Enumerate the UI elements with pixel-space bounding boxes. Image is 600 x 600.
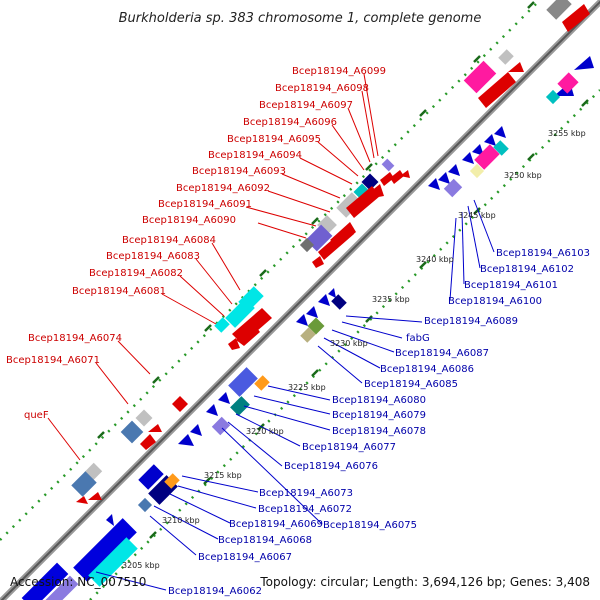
gene-label-top[interactable]: Bcep18194_A6091 bbox=[158, 199, 252, 210]
kbp-label: 3255 kbp bbox=[548, 129, 586, 138]
gene-label-top[interactable]: Bcep18194_A6097 bbox=[259, 100, 353, 111]
gene-label-top[interactable]: queF bbox=[24, 410, 49, 421]
gene-label-bottom[interactable]: Bcep18194_A6079 bbox=[332, 410, 426, 421]
gene-cluster-top-6074 bbox=[172, 396, 188, 412]
gene-label-top[interactable]: Bcep18194_A6081 bbox=[72, 286, 166, 297]
gene-label-top[interactable]: Bcep18194_A6095 bbox=[227, 134, 321, 145]
gene-cluster-top-6095 bbox=[336, 173, 384, 218]
gene-label-top[interactable]: Bcep18194_A6099 bbox=[292, 66, 386, 77]
gene-label-bottom[interactable]: Bcep18194_A6100 bbox=[448, 296, 542, 307]
gene-label-bottom[interactable]: Bcep18194_A6101 bbox=[464, 280, 558, 291]
kbp-scale-labels: 3205 kbp 3210 kbp 3215 kbp 3220 kbp 3225… bbox=[122, 129, 586, 570]
kbp-label: 3210 kbp bbox=[162, 516, 200, 525]
gene-label-bottom[interactable]: Bcep18194_A6102 bbox=[480, 264, 574, 275]
gene-cluster-bottom-mid bbox=[178, 288, 347, 446]
kbp-label: 3240 kbp bbox=[416, 255, 454, 264]
top-strand-genes bbox=[71, 0, 590, 504]
bottom-gene-labels-right: Bcep18194_A6103 Bcep18194_A6102 Bcep1819… bbox=[448, 248, 590, 307]
gene-cluster-bottom-low bbox=[21, 464, 180, 600]
genome-summary-text: Topology: circular; Length: 3,694,126 bp… bbox=[259, 575, 590, 589]
gene-label-bottom[interactable]: Bcep18194_A6087 bbox=[395, 348, 489, 359]
gene-label-bottom[interactable]: Bcep18194_A6080 bbox=[332, 395, 426, 406]
leader-lines-top bbox=[47, 73, 379, 461]
kbp-label: 3215 kbp bbox=[204, 471, 242, 480]
gene-label-bottom[interactable]: Bcep18194_A6075 bbox=[323, 520, 417, 531]
top-gene-labels: Bcep18194_A6099 Bcep18194_A6098 Bcep1819… bbox=[6, 66, 386, 421]
bottom-strand-genes bbox=[21, 56, 594, 600]
gene-label-bottom[interactable]: Bcep18194_A6086 bbox=[380, 364, 474, 375]
map-title: Burkholderia sp. 383 chromosome 1, compl… bbox=[119, 11, 482, 26]
leader-lines-bottom bbox=[95, 199, 495, 591]
gene-cluster-top-6090 bbox=[299, 215, 356, 268]
gene-label-bottom[interactable]: Bcep18194_A6085 bbox=[364, 379, 458, 390]
gene-label-top[interactable]: Bcep18194_A6093 bbox=[192, 166, 286, 177]
accession-text: Accession: NC_007510 bbox=[10, 575, 146, 589]
gene-label-bottom[interactable]: Bcep18194_A6068 bbox=[218, 535, 312, 546]
gene-label-top[interactable]: Bcep18194_A6096 bbox=[243, 117, 337, 128]
outer-dotted-track-bottom bbox=[89, 89, 600, 600]
gene-label-top[interactable]: Bcep18194_A6071 bbox=[6, 355, 100, 366]
gene-label-top[interactable]: Bcep18194_A6098 bbox=[275, 83, 369, 94]
gene-label-bottom[interactable]: Bcep18194_A6077 bbox=[302, 442, 396, 453]
outer-dotted-track-top bbox=[0, 0, 541, 541]
gene-label-bottom[interactable]: Bcep18194_A6078 bbox=[332, 426, 426, 437]
gene-cluster-bottom-right bbox=[428, 56, 594, 198]
gene-label-top[interactable]: Bcep18194_A6090 bbox=[142, 215, 236, 226]
kbp-label: 3250 kbp bbox=[504, 171, 542, 180]
gene-label-bottom[interactable]: Bcep18194_A6076 bbox=[284, 461, 378, 472]
gene-label-bottom[interactable]: Bcep18194_A6072 bbox=[258, 504, 352, 515]
gene-cluster-top-6099 bbox=[380, 158, 410, 186]
gene-cluster-top-queF bbox=[71, 462, 103, 504]
kbp-label: 3220 kbp bbox=[246, 427, 284, 436]
gene-label-bottom[interactable]: Bcep18194_A6069 bbox=[229, 519, 323, 530]
kbp-label: 3245 kbp bbox=[458, 211, 496, 220]
gene-cluster-top-6083 bbox=[214, 286, 272, 350]
kbp-label: 3205 kbp bbox=[122, 561, 160, 570]
kbp-label: 3230 kbp bbox=[330, 339, 368, 348]
gene-label-top[interactable]: Bcep18194_A6082 bbox=[89, 268, 183, 279]
gene-label-top[interactable]: Bcep18194_A6074 bbox=[28, 333, 122, 344]
kbp-label: 3235 kbp bbox=[372, 295, 410, 304]
gene-label-bottom[interactable]: Bcep18194_A6103 bbox=[496, 248, 590, 259]
kbp-label: 3225 kbp bbox=[288, 383, 326, 392]
gene-label-top[interactable]: Bcep18194_A6092 bbox=[176, 183, 270, 194]
gene-label-bottom[interactable]: fabG bbox=[406, 333, 430, 344]
gene-label-bottom[interactable]: Bcep18194_A6089 bbox=[424, 316, 518, 327]
gene-label-bottom[interactable]: Bcep18194_A6073 bbox=[259, 488, 353, 499]
gene-label-top[interactable]: Bcep18194_A6084 bbox=[122, 235, 216, 246]
gene-label-bottom[interactable]: Bcep18194_A6062 bbox=[168, 586, 262, 597]
gene-label-top[interactable]: Bcep18194_A6094 bbox=[208, 150, 302, 161]
bottom-gene-labels-mid: Bcep18194_A6089 fabG Bcep18194_A6087 Bce… bbox=[168, 316, 518, 597]
gene-cluster-top-upper bbox=[463, 0, 590, 108]
gene-label-top[interactable]: Bcep18194_A6083 bbox=[106, 251, 200, 262]
gene-label-bottom[interactable]: Bcep18194_A6067 bbox=[198, 552, 292, 563]
